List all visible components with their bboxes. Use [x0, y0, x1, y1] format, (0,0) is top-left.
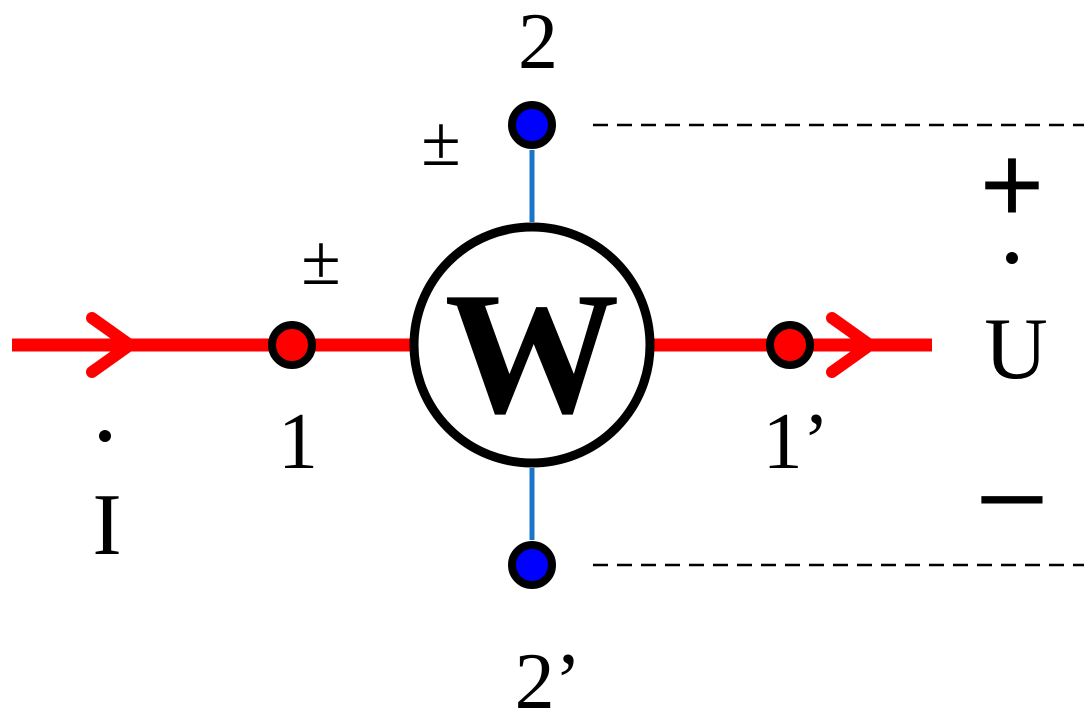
terminal-label-1: 1 [278, 398, 318, 486]
current-arrow-in-icon [86, 312, 136, 378]
terminal-label-1-prime: 1’ [763, 398, 830, 486]
wattmeter-circle [409, 222, 655, 468]
phasor-dot-current [99, 430, 111, 442]
current-arrow-out-icon [826, 312, 876, 378]
wattmeter-symbol: W [445, 256, 620, 450]
terminal-2-prime [508, 541, 556, 589]
quantity-current: I [92, 477, 121, 574]
terminal-label-2-prime: 2’ [515, 638, 582, 721]
quantity-voltage: U [984, 301, 1048, 398]
polarity-mark-current-coil: ± [301, 220, 341, 300]
polarity-mark-voltage-coil: ± [421, 101, 461, 181]
voltage-plus-sign: + [980, 123, 1044, 246]
terminal-1 [268, 321, 316, 369]
phasor-dot-voltage [1006, 252, 1018, 264]
terminal-2 [508, 101, 556, 149]
terminal-label-2: 2 [518, 0, 558, 86]
voltage-minus-sign: – [981, 429, 1043, 552]
terminal-1-prime [766, 321, 814, 369]
